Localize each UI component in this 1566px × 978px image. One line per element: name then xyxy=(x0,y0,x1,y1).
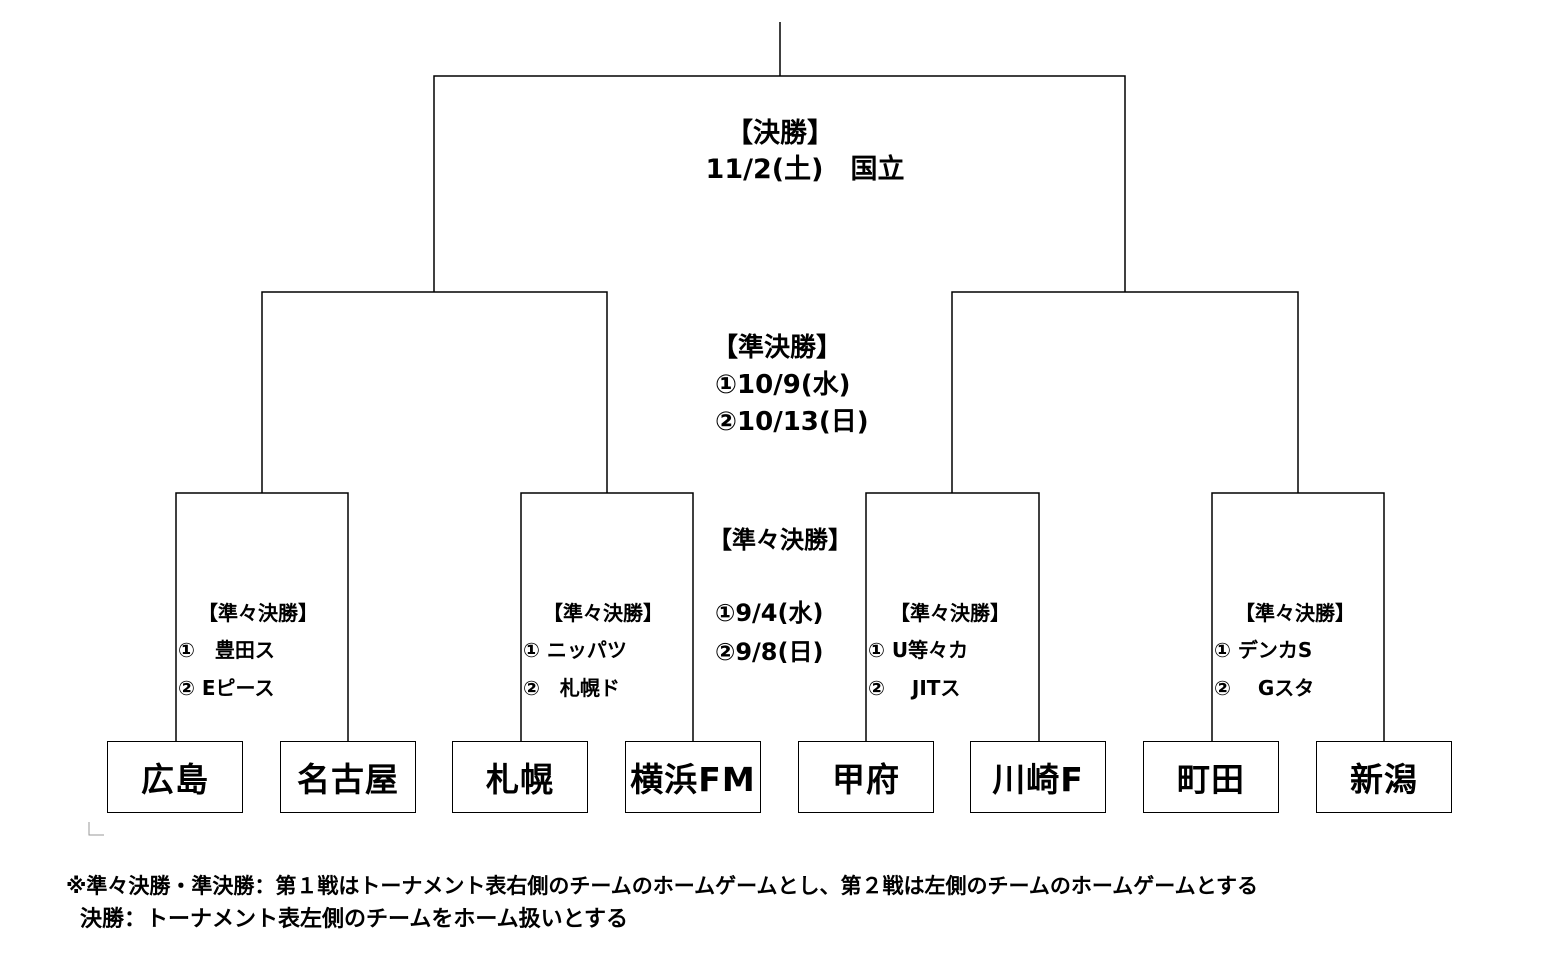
team-box-kawasaki-f: 川崎F xyxy=(970,741,1106,813)
qf3-bracket-line xyxy=(865,492,1040,741)
qf1-leg1: ① 豊田ス xyxy=(178,638,275,662)
team-box-niigata: 新潟 xyxy=(1316,741,1452,813)
final-date: 11/2(土) 国立 xyxy=(705,154,905,185)
qf2-leg1: ① ニッパツ xyxy=(523,638,627,662)
qf4-bracket-line xyxy=(1211,492,1385,741)
semifinal-right-bracket-line xyxy=(951,291,1299,493)
quarterfinal-center-leg1: ①9/4(水) xyxy=(715,599,824,627)
qf1-bracket-line xyxy=(175,492,349,741)
semifinal-leg2: ②10/13(日) xyxy=(715,407,869,437)
qf1-leg2: ② Eピース xyxy=(178,676,275,700)
qf4-leg2: ② Gスタ xyxy=(1214,676,1315,700)
corner-mark xyxy=(88,822,104,836)
team-box-yokohama-fm: 横浜FM xyxy=(625,741,761,813)
team-box-kofu: 甲府 xyxy=(798,741,934,813)
semifinal-title: 【準決勝】 xyxy=(712,333,843,363)
qf3-title: 【準々決勝】 xyxy=(890,601,1010,625)
qf1-title: 【準々決勝】 xyxy=(198,601,318,625)
team-box-machida: 町田 xyxy=(1143,741,1279,813)
semifinal-left-bracket-line xyxy=(261,291,608,493)
note-line-2: 決勝：トーナメント表左側のチームをホーム扱いとする xyxy=(80,907,629,932)
final-title: 【決勝】 xyxy=(726,118,834,149)
note-line-1: ※準々決勝・準決勝：第１戦はトーナメント表右側のチームのホームゲームとし、第２戦… xyxy=(66,874,1259,898)
qf3-leg1: ① U等々カ xyxy=(868,638,969,662)
team-box-nagoya: 名古屋 xyxy=(280,741,416,813)
qf2-leg2: ② 札幌ド xyxy=(523,676,620,700)
final-bracket-line xyxy=(433,75,1126,292)
quarterfinal-center-title: 【準々決勝】 xyxy=(708,526,852,554)
semifinal-leg1: ①10/9(水) xyxy=(715,370,851,400)
qf2-bracket-line xyxy=(520,492,694,741)
team-box-sapporo: 札幌 xyxy=(452,741,588,813)
qf4-title: 【準々決勝】 xyxy=(1235,601,1355,625)
qf4-leg1: ① デンカS xyxy=(1214,638,1313,662)
qf2-title: 【準々決勝】 xyxy=(543,601,663,625)
qf3-leg2: ② JITス xyxy=(868,676,961,700)
quarterfinal-center-leg2: ②9/8(日) xyxy=(715,638,824,666)
team-box-hiroshima: 広島 xyxy=(107,741,243,813)
